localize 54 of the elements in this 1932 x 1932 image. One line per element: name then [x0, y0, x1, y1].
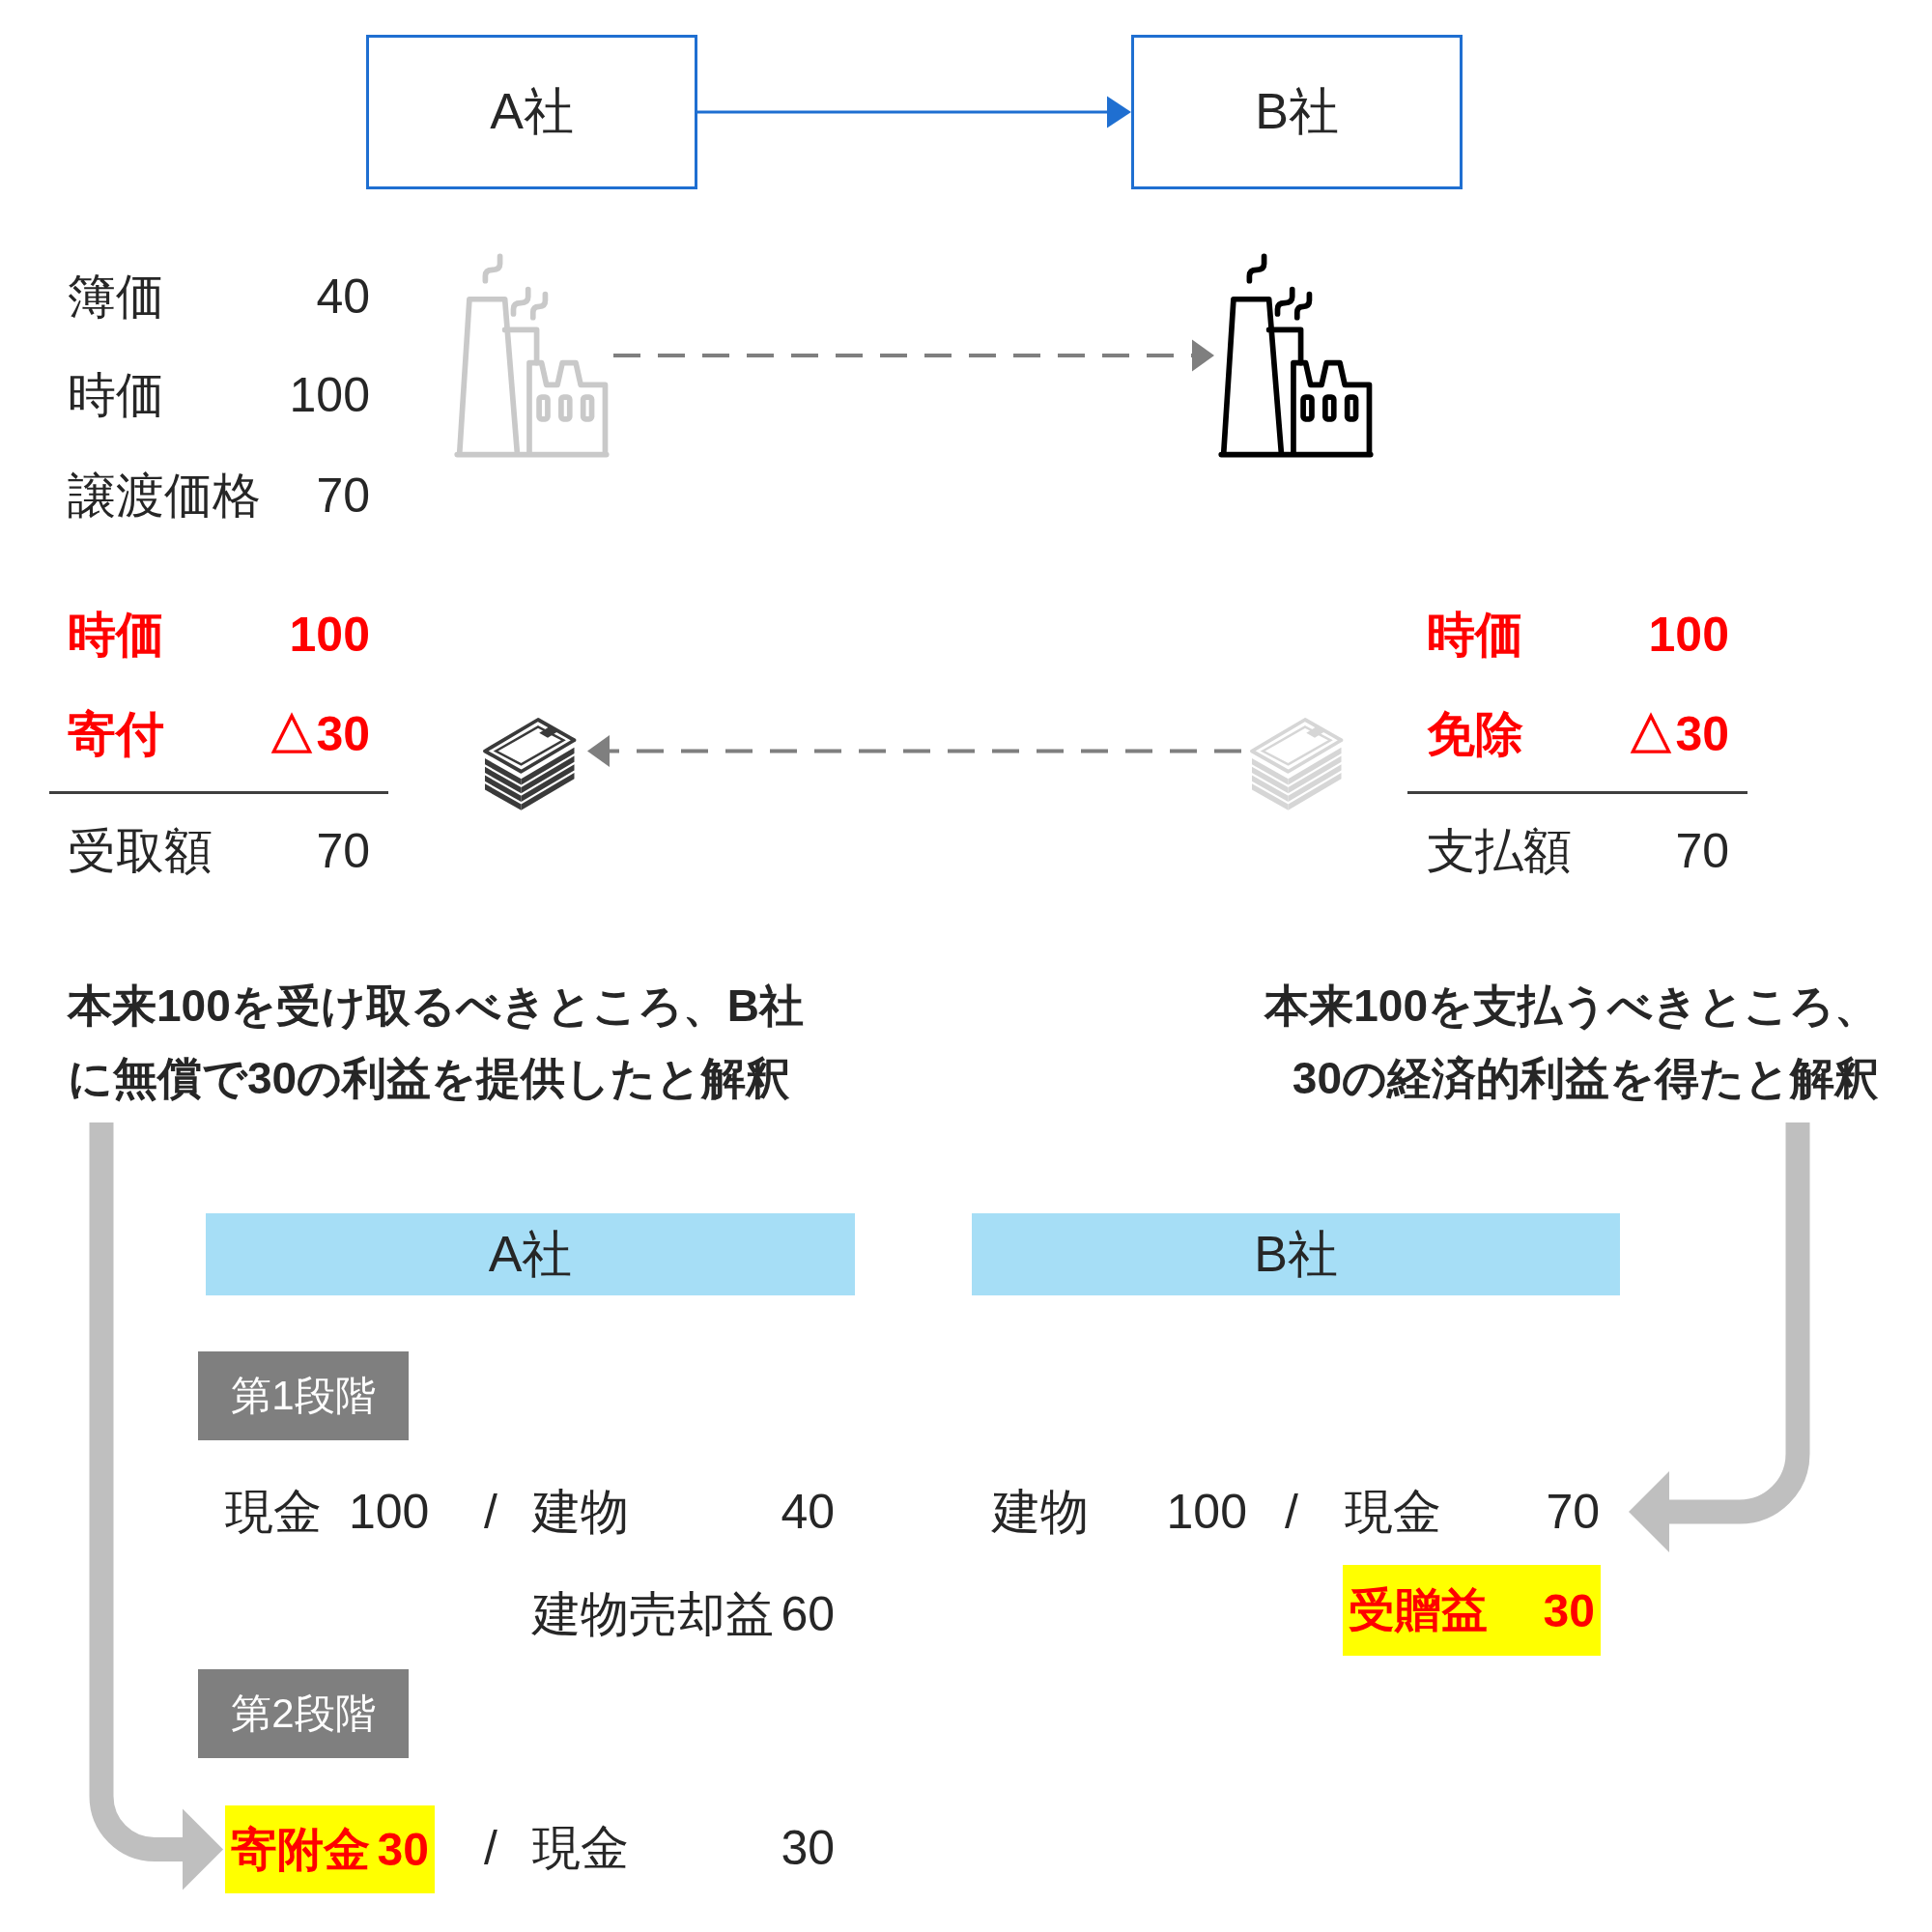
stage-tag: 第2段階 [198, 1669, 409, 1758]
note-text: 本来100を支払うべきところ、30の経済的利益を得たと解釈 [1241, 970, 1879, 1115]
slash-text: / [484, 1484, 497, 1541]
amount-text: 70 [316, 823, 370, 880]
item-label: 受取額 [68, 823, 213, 880]
amount-text: 70 [1546, 1483, 1600, 1541]
stage-tag: 第1段階 [198, 1351, 409, 1440]
amount-text: 30 [1543, 1583, 1595, 1637]
slash-text: / [484, 1820, 497, 1877]
account-text: 受贈益 [1349, 1583, 1488, 1637]
amount-text: 70 [1675, 823, 1729, 880]
item-label: 譲渡価格 [68, 468, 261, 525]
dashed-arrow [587, 735, 1241, 767]
amount-text: 40 [781, 1484, 835, 1541]
curved-arrow [1629, 1122, 1810, 1552]
amount-text: △30 [1627, 706, 1729, 763]
amount-text: 40 [316, 269, 370, 326]
highlight-box [1343, 1565, 1601, 1656]
item-label: 時価 [68, 607, 164, 664]
amount-text: 100 [349, 1484, 430, 1541]
amount-text: 60 [781, 1586, 835, 1643]
amount-text: 100 [289, 607, 370, 664]
item-label: 免除 [1427, 706, 1523, 763]
account-text: 現金 [532, 1820, 629, 1877]
item-label: 支払額 [1427, 823, 1572, 880]
highlight-box [225, 1805, 435, 1893]
account-text: 建物 [992, 1484, 1089, 1541]
header-band: A社 [206, 1213, 855, 1295]
account-text: 建物 [532, 1484, 629, 1541]
item-label: 時価 [68, 367, 164, 424]
account-text: 現金 [1345, 1484, 1441, 1541]
item-label: 寄付 [68, 706, 164, 763]
dashed-arrow [613, 339, 1214, 372]
factory-icon [1220, 252, 1372, 459]
amount-text: 30 [781, 1820, 835, 1877]
note-text: 本来100を受け取るべきところ、B社に無償で30の利益を提供したと解釈 [68, 970, 831, 1115]
amount-text: 100 [1648, 607, 1729, 664]
company-box: A社 [366, 35, 697, 189]
curved-arrow [89, 1122, 223, 1890]
header-band: B社 [972, 1213, 1620, 1295]
amount-text: 100 [1166, 1484, 1247, 1541]
amount-text: 100 [289, 367, 370, 424]
item-label: 時価 [1427, 607, 1523, 664]
account-text: 寄附金 [231, 1822, 370, 1877]
item-label: 簿価 [68, 269, 164, 326]
amount-text: 30 [377, 1823, 429, 1876]
account-text: 現金 [225, 1484, 322, 1541]
slash-text: / [1285, 1484, 1298, 1541]
arrow [697, 96, 1131, 128]
company-box: B社 [1131, 35, 1463, 189]
factory-icon [456, 252, 608, 459]
account-text: 建物売却益 [532, 1586, 774, 1643]
amount-text: △30 [268, 706, 370, 763]
amount-text: 70 [316, 468, 370, 525]
